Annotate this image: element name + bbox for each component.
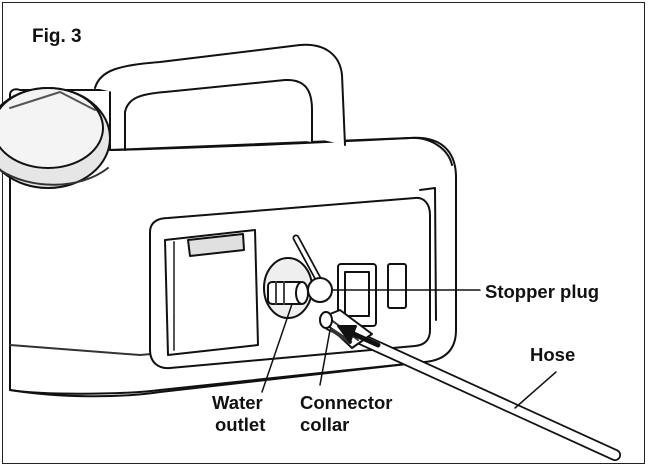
- leader-hose: [514, 371, 557, 409]
- label-connector-line2: collar: [300, 414, 350, 435]
- label-water-outlet-line1: Water: [212, 392, 263, 413]
- inlet-cover: [164, 229, 259, 356]
- leader-water-outlet: [261, 303, 293, 393]
- label-stopper-plug: Stopper plug: [485, 281, 600, 302]
- label-hose: Hose: [530, 344, 576, 365]
- label-connector-line1: Connector: [300, 392, 393, 413]
- body-top-edge: [109, 136, 453, 166]
- handle-inner: [124, 78, 313, 143]
- label-water-outlet-line2: outlet: [215, 414, 266, 435]
- leader-connector: [319, 329, 331, 386]
- stopper-plug: [307, 277, 333, 303]
- body-base: [9, 361, 426, 398]
- figure-title: Fig. 3: [32, 26, 82, 47]
